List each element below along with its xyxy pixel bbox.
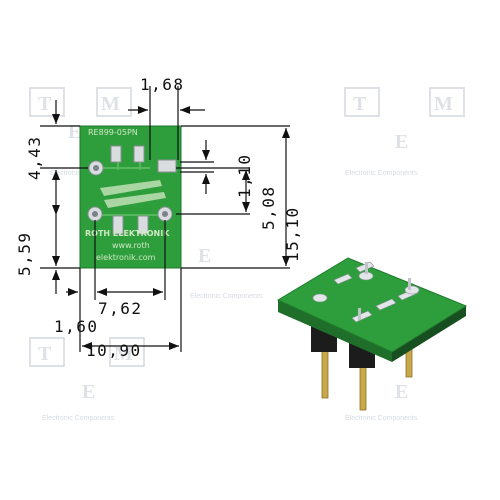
smd-pad bbox=[157, 159, 177, 173]
pcb-logo bbox=[100, 180, 166, 208]
through-hole-drill bbox=[92, 211, 98, 217]
dim-label-7-62: 7,62 bbox=[98, 299, 143, 318]
svg-text:E: E bbox=[395, 381, 408, 403]
svg-text:M: M bbox=[434, 93, 453, 115]
dimension-arrows bbox=[52, 106, 290, 350]
svg-text:E: E bbox=[68, 121, 81, 143]
svg-text:T: T bbox=[38, 93, 52, 115]
smd-pad bbox=[112, 215, 124, 235]
pcb-url-1: www.roth bbox=[112, 241, 150, 250]
svg-text:Electronic Components: Electronic Components bbox=[190, 293, 263, 300]
through-hole-drill bbox=[93, 165, 99, 171]
smd-pad bbox=[137, 215, 149, 235]
svg-text:T: T bbox=[353, 93, 367, 115]
dim-label-4-43: 4,43 bbox=[25, 135, 44, 180]
svg-text:Electronic Components: Electronic Components bbox=[345, 170, 418, 177]
svg-text:T: T bbox=[38, 343, 52, 365]
pcb-brand: ROTH ELEKTRONIK bbox=[85, 229, 170, 238]
svg-text:E: E bbox=[198, 245, 211, 267]
dim-label-5-08: 5,08 bbox=[259, 185, 278, 230]
svg-text:E: E bbox=[395, 131, 408, 153]
svg-text:Electronic Components: Electronic Components bbox=[345, 415, 418, 422]
through-hole-drill bbox=[162, 211, 168, 217]
dim-label-15-10: 15,10 bbox=[283, 206, 302, 262]
svg-text:Electronic Components: Electronic Components bbox=[42, 415, 115, 422]
smd-pad bbox=[133, 145, 145, 163]
watermark-mid: E Electronic Components bbox=[190, 245, 263, 300]
watermark-bottom-right: E Electronic Components bbox=[345, 381, 418, 422]
watermark-top-right: T M E Electronic Components bbox=[344, 87, 465, 177]
pcb-url-2: elektronik.com bbox=[96, 253, 156, 262]
pcb-3d-view bbox=[276, 257, 468, 411]
dim-label-10-90: 10,90 bbox=[86, 341, 142, 360]
pcb-3d-board bbox=[276, 257, 468, 353]
smd-pad bbox=[110, 145, 122, 163]
dim-label-1-60: 1,60 bbox=[54, 317, 99, 336]
svg-text:E: E bbox=[82, 381, 95, 403]
dim-label-1-68: 1,68 bbox=[140, 75, 185, 94]
pcb-part-code: RE899-05PN bbox=[88, 128, 138, 137]
svg-text:M: M bbox=[114, 343, 133, 365]
pcb-top-view: RE899-05PN ROTH ELEKTRONIK www.roth elek… bbox=[79, 125, 182, 269]
svg-text:M: M bbox=[101, 93, 120, 115]
watermark-bottom-left: T M E Electronic Components bbox=[29, 337, 145, 422]
dim-label-1-10: 1,10 bbox=[235, 153, 254, 198]
dim-label-5-59: 5,59 bbox=[15, 231, 34, 276]
